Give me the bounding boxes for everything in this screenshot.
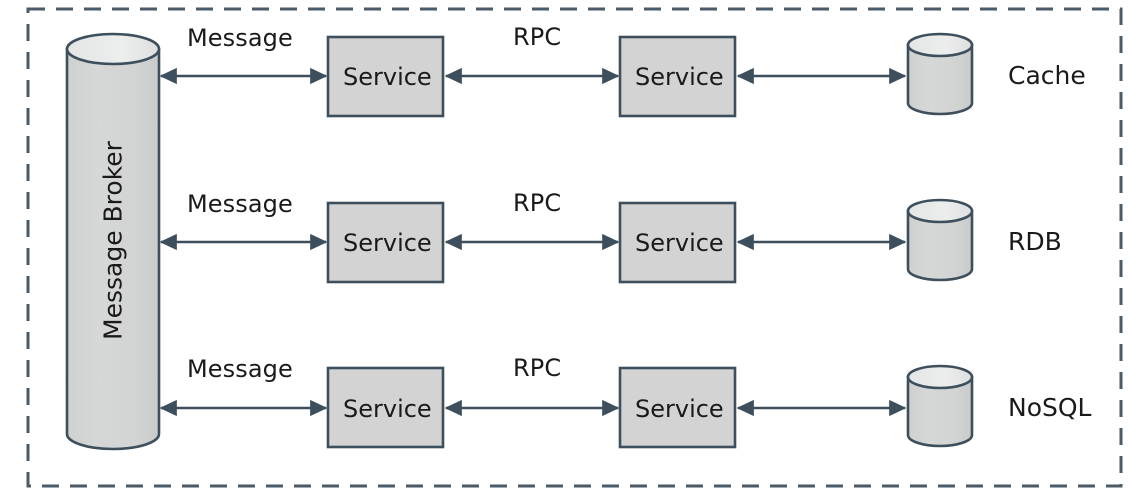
edge-label-rpc-nosql: RPC (513, 354, 562, 382)
edge-label-message-nosql: Message (187, 355, 293, 383)
service-label-nosql-right: Service (635, 395, 724, 423)
row-nosql-store-shape (906, 364, 974, 448)
row-nosql-service-left-shape (326, 366, 445, 449)
store-label-nosql: NoSQL (1008, 393, 1092, 422)
service-label-rdb-left: Service (343, 229, 432, 257)
edge-label-message-rdb: Message (187, 190, 293, 218)
row-nosql-service-right-shape (618, 366, 737, 449)
row-cache-service-right-shape (618, 35, 737, 118)
row-rdb-store-shape (906, 198, 974, 282)
edge-label-rpc-cache: RPC (513, 23, 562, 51)
edge-label-message-cache: Message (187, 24, 293, 52)
service-label-rdb-right: Service (635, 229, 724, 257)
store-label-rdb: RDB (1008, 227, 1062, 256)
service-label-cache-right: Service (635, 63, 724, 91)
service-label-cache-left: Service (343, 63, 432, 91)
message-broker-shape (65, 32, 161, 451)
service-label-nosql-left: Service (343, 395, 432, 423)
row-rdb-service-left-shape (326, 201, 445, 284)
system-boundary (26, 7, 1123, 488)
row-cache-service-left-shape (326, 35, 445, 118)
message-broker-label: Message Broker (98, 141, 128, 340)
row-cache-store-shape (906, 32, 974, 116)
store-label-cache: Cache (1008, 61, 1086, 90)
row-rdb-service-right-shape (618, 201, 737, 284)
edge-label-rpc-rdb: RPC (513, 189, 562, 217)
